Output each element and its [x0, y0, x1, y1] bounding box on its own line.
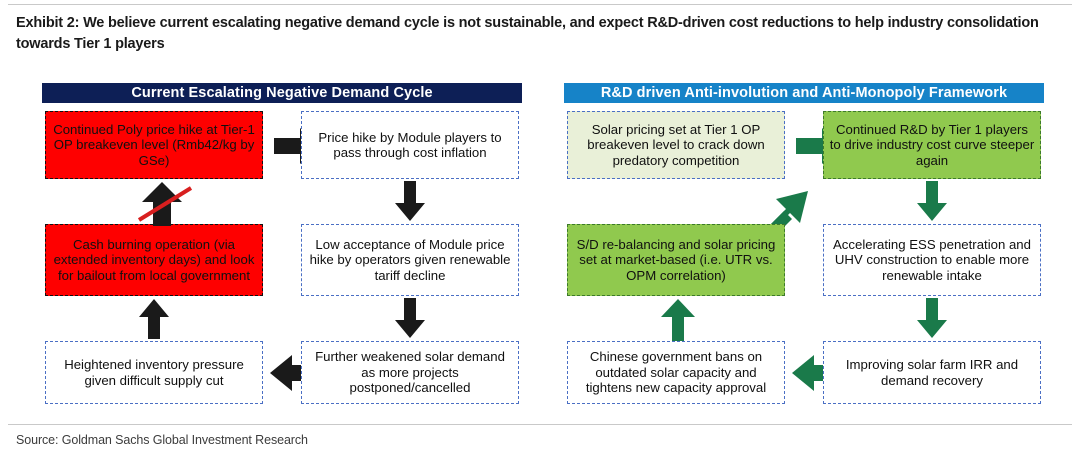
exhibit-title: Exhibit 2: We believe current escalating…: [16, 15, 1039, 52]
node-heightened-inventory-label: Heightened inventory pressure given diff…: [64, 357, 244, 388]
arrow-left-bottom-green: [792, 355, 842, 391]
left-panel-header: Current Escalating Negative Demand Cycle: [42, 83, 522, 103]
node-module-price-hike-label: Price hike by Module players to pass thr…: [318, 129, 502, 161]
node-weakened-demand[interactable]: Further weakened solar demand as more pr…: [301, 341, 519, 404]
node-accelerating-ess[interactable]: Accelerating ESS penetration and UHV con…: [823, 224, 1041, 296]
node-china-bans-label: Chinese government bans on outdated sola…: [585, 349, 767, 396]
arrow-down-right-upper: [395, 181, 425, 221]
top-divider: [8, 4, 1072, 5]
node-improving-irr[interactable]: Improving solar farm IRR and demand reco…: [823, 341, 1041, 404]
node-continued-rnd[interactable]: Continued R&D by Tier 1 players to drive…: [823, 111, 1041, 179]
node-sd-rebalancing-label: S/D re-balancing and solar pricing set a…: [576, 236, 776, 283]
arrow-down-right-lower: [395, 298, 425, 338]
node-solar-pricing-tier1-label: Solar pricing set at Tier 1 OP breakeven…: [587, 121, 765, 168]
node-weakened-demand-label: Further weakened solar demand as more pr…: [315, 349, 505, 396]
node-module-price-hike[interactable]: Price hike by Module players to pass thr…: [301, 111, 519, 179]
node-poly-price-hike[interactable]: Continued Poly price hike at Tier-1 OP b…: [45, 111, 263, 179]
node-accelerating-ess-label: Accelerating ESS penetration and UHV con…: [833, 236, 1031, 283]
node-heightened-inventory[interactable]: Heightened inventory pressure given diff…: [45, 341, 263, 404]
arrow-left-bottom: [270, 355, 320, 391]
node-sd-rebalancing[interactable]: S/D re-balancing and solar pricing set a…: [567, 224, 785, 296]
node-poly-price-hike-label: Continued Poly price hike at Tier-1 OP b…: [53, 121, 255, 168]
right-panel-header: R&D driven Anti-involution and Anti-Mono…: [564, 83, 1044, 103]
left-panel: Current Escalating Negative Demand Cycle…: [42, 83, 522, 415]
arrow-up-left-lower: [139, 299, 169, 339]
bottom-divider: [8, 424, 1072, 425]
arrow-down-right-lower-green: [917, 298, 947, 338]
node-low-acceptance-label: Low acceptance of Module price hike by o…: [309, 236, 511, 283]
node-solar-pricing-tier1[interactable]: Solar pricing set at Tier 1 OP breakeven…: [567, 111, 785, 179]
arrow-down-right-upper-green: [917, 181, 947, 221]
node-continued-rnd-label: Continued R&D by Tier 1 players to drive…: [829, 121, 1035, 168]
right-panel: R&D driven Anti-involution and Anti-Mono…: [564, 83, 1044, 415]
node-china-bans[interactable]: Chinese government bans on outdated sola…: [567, 341, 785, 404]
node-low-acceptance[interactable]: Low acceptance of Module price hike by o…: [301, 224, 519, 296]
arrow-up-left-lower-green: [661, 299, 695, 341]
node-cash-burning-label: Cash burning operation (via extended inv…: [53, 236, 255, 283]
node-cash-burning[interactable]: Cash burning operation (via extended inv…: [45, 224, 263, 296]
source-note: Source: Goldman Sachs Global Investment …: [16, 433, 308, 447]
node-improving-irr-label: Improving solar farm IRR and demand reco…: [845, 357, 1019, 388]
arrow-up-left-upper-struck: [137, 180, 195, 226]
